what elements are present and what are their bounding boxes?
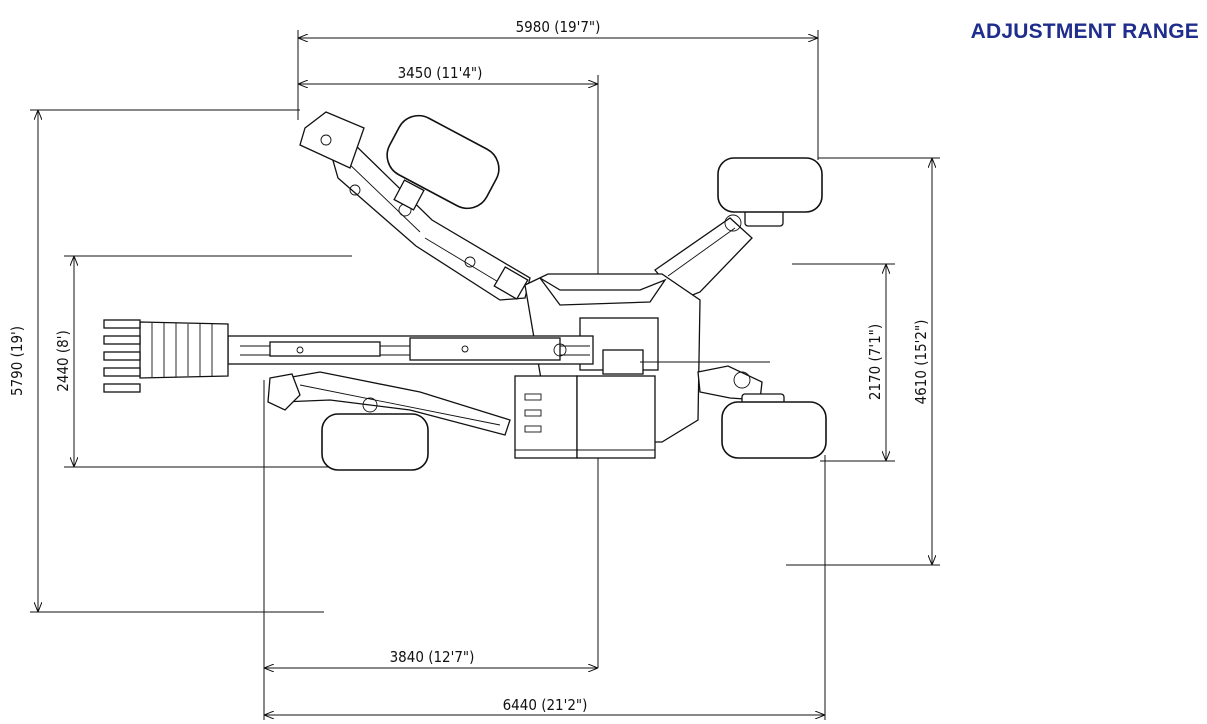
adjustment-range-heading: ADJUSTMENT RANGE bbox=[970, 20, 1199, 43]
main-boom bbox=[227, 335, 594, 365]
upper-right-wheel bbox=[717, 157, 823, 213]
engine-block bbox=[514, 375, 656, 459]
dimension-top-overall: 5980 (19'7") bbox=[297, 18, 819, 160]
upper-left-wheel bbox=[386, 114, 500, 211]
upper-left-arm bbox=[299, 111, 531, 301]
dimension-right-inner: 2170 (7'1") bbox=[792, 263, 895, 462]
dimension-label-right-overall: 4610 (15'2") bbox=[912, 320, 930, 405]
dimension-right-overall: 4610 (15'2") bbox=[786, 157, 940, 566]
dimension-label-bottom-inner: 3840 (12'7") bbox=[390, 648, 475, 666]
dimension-bottom-inner: 3840 (12'7") bbox=[263, 380, 597, 720]
dimension-label-top-inner: 3450 (11'4") bbox=[398, 64, 483, 82]
dimension-label-bottom-overall: 6440 (21'2") bbox=[503, 696, 588, 714]
dimension-left-overall: 5790 (19') bbox=[8, 109, 324, 613]
dimension-label-right-inner: 2170 (7'1") bbox=[866, 324, 884, 400]
lower-left-arm bbox=[267, 371, 511, 436]
tool-head bbox=[103, 319, 229, 393]
dimension-label-top-overall: 5980 (19'7") bbox=[516, 18, 601, 36]
lower-right-wheel bbox=[721, 401, 827, 459]
dimension-label-left-inner: 2440 (8') bbox=[54, 330, 72, 391]
dimension-label-left-overall: 5790 (19') bbox=[8, 326, 26, 396]
dimension-left-inner: 2440 (8') bbox=[54, 255, 352, 468]
dimension-bottom-overall: 6440 (21'2") bbox=[265, 455, 826, 720]
lower-left-wheel bbox=[321, 413, 429, 471]
